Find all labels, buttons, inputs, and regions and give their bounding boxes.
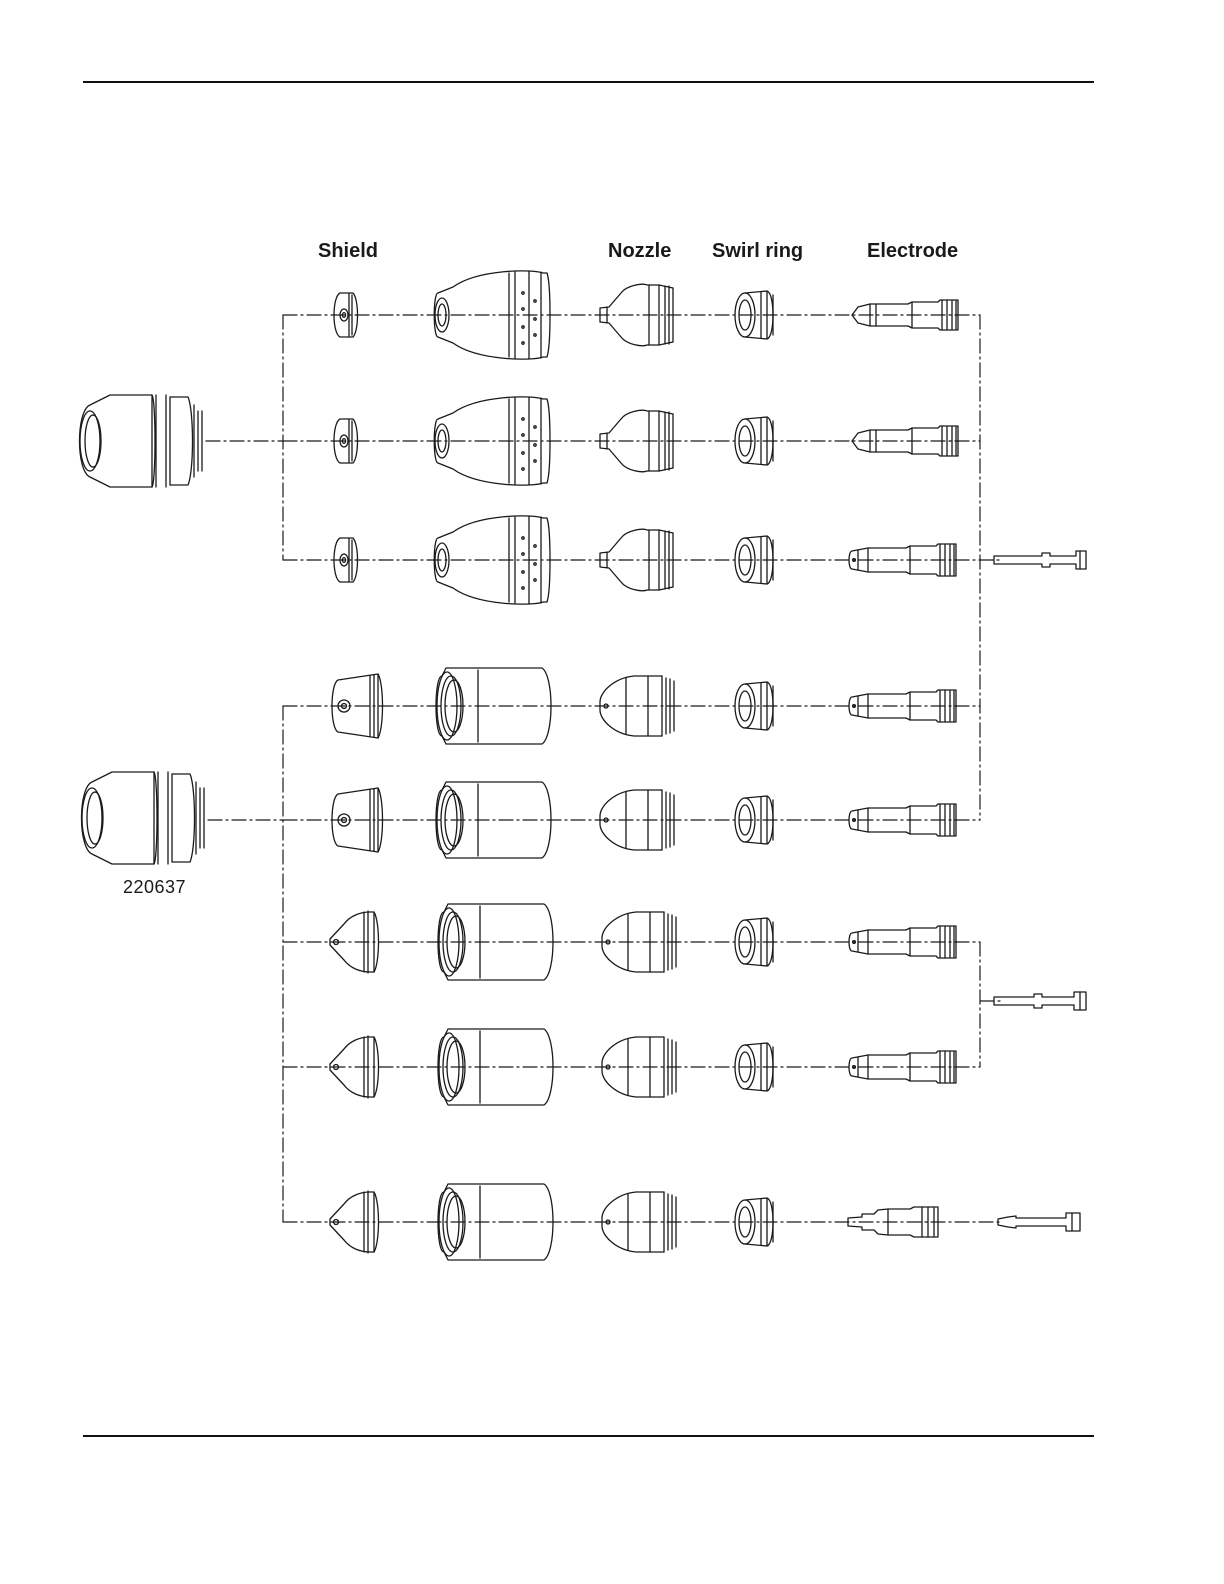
upper-torch-body-illustration xyxy=(80,395,203,487)
electrode-tool-lower xyxy=(998,1213,1080,1231)
lower-torch-body-illustration xyxy=(82,772,205,864)
electrode-tool-upper xyxy=(994,551,1086,569)
electrode-tool-middle xyxy=(994,992,1086,1010)
assembly-center-lines xyxy=(206,315,1000,1222)
